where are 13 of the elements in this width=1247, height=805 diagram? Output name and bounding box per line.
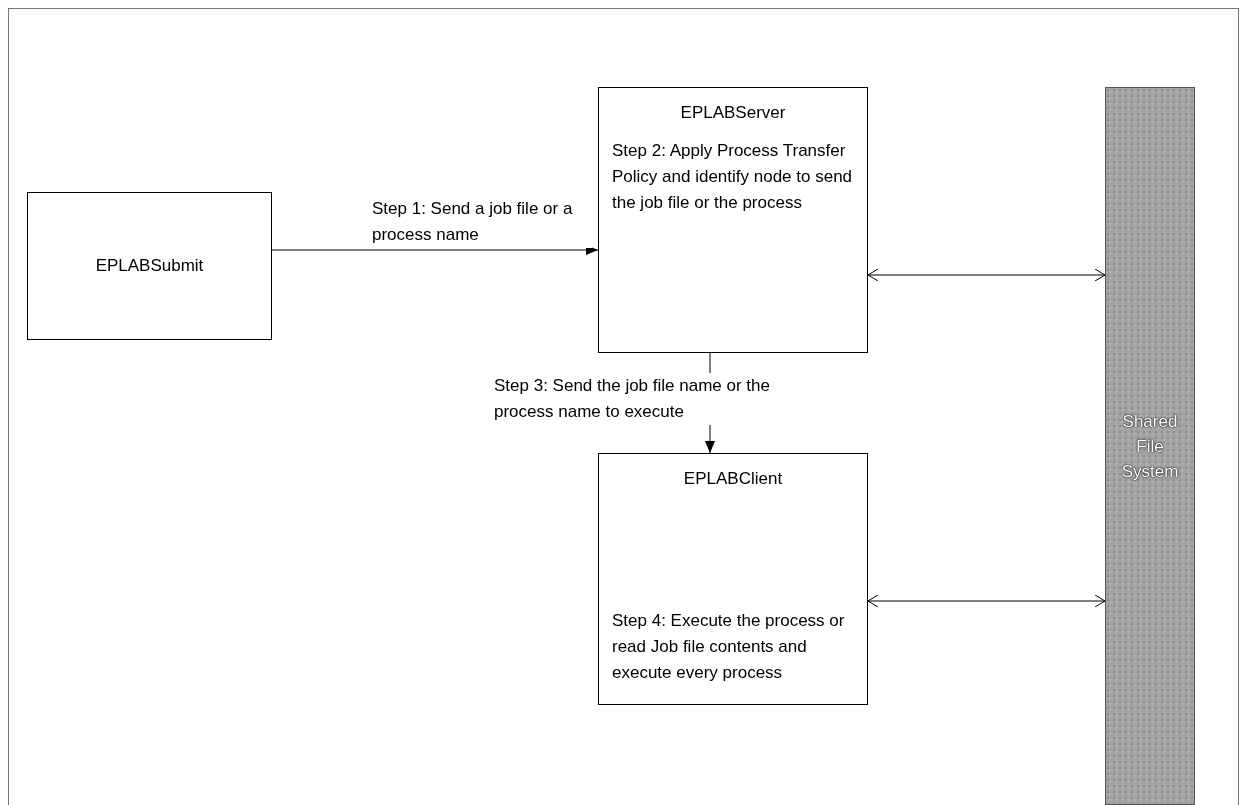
process-box <box>598 87 868 353</box>
node-label: Shared File System <box>1120 410 1180 483</box>
node-title: EPLABSubmit <box>95 255 204 277</box>
node-description: Step 2: Apply Process Transfer Policy and identify node to send the job file or the process <box>612 140 854 214</box>
node-title: EPLABClient <box>682 468 784 490</box>
node-description: Step 4: Execute the process or read Job file contents and execute every process <box>612 610 846 684</box>
node-title: EPLABServer <box>679 102 787 124</box>
process-box <box>598 453 868 705</box>
arrow <box>271 245 599 255</box>
process-box <box>27 192 272 340</box>
arrow <box>867 268 1106 282</box>
arrow <box>867 594 1106 608</box>
file-system-bar <box>1105 87 1195 805</box>
